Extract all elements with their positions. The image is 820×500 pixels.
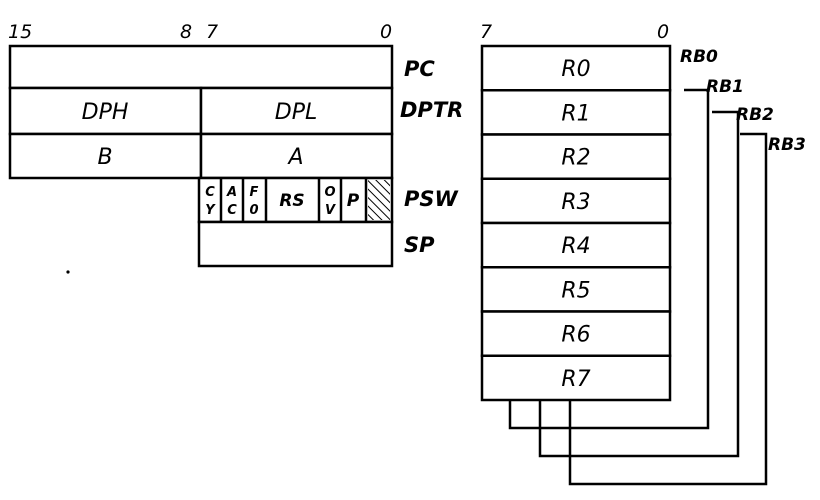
bank-label-rb0: RB0	[680, 47, 718, 67]
bit-label-7: 7	[206, 21, 218, 43]
psw-cy-bottom: Y	[205, 203, 216, 218]
b-label: B	[97, 145, 112, 170]
bank-bit-label-7: 7	[480, 21, 492, 43]
dpl-label: DPL	[275, 100, 317, 125]
pc-register-box	[8, 44, 394, 90]
psw-rs-label: RS	[279, 191, 304, 211]
bank-label-rb1: RB1	[706, 77, 744, 97]
bank-rb1-outline	[508, 88, 710, 430]
bank-register-label-r7: R7	[561, 367, 590, 392]
bank-register-label-r3: R3	[561, 190, 590, 215]
b-register-box	[8, 132, 203, 180]
bank-register-label-r5: R5	[561, 278, 590, 303]
dph-register-box	[8, 86, 203, 136]
bank-register-box-r7	[480, 354, 672, 402]
bank-register-box-r2	[480, 133, 672, 180]
bank-label-rb2: RB2	[736, 105, 774, 125]
psw-f0-bottom: 0	[249, 203, 258, 218]
sp-label: SP	[404, 233, 435, 257]
bank-bit-label-0: 0	[657, 21, 669, 43]
bank-register-label-r6: R6	[561, 323, 590, 348]
psw-ov-bottom: V	[325, 203, 336, 218]
stray-dot	[66, 270, 70, 274]
psw-ov-top: O	[324, 185, 335, 200]
bit-label-8: 8	[180, 21, 192, 43]
psw-label: PSW	[404, 187, 459, 211]
bit-label-15: 15	[8, 21, 32, 43]
pc-label: PC	[404, 57, 435, 81]
bank-register-label-r0: R0	[561, 57, 590, 82]
bank-register-label-r2: R2	[561, 146, 590, 171]
bank-register-box-r6	[480, 310, 672, 357]
bank-register-box-r3	[480, 177, 672, 225]
a-label: A	[286, 145, 303, 170]
psw-f0-top: F	[250, 185, 259, 200]
psw-p-label: P	[347, 191, 360, 211]
bit-label-0: 0	[380, 21, 392, 43]
dph-label: DPH	[82, 100, 129, 125]
bank-register-box-r5	[480, 266, 672, 313]
dptr-label: DPTR	[400, 98, 463, 122]
psw-reserved-hatched-bit	[368, 180, 390, 220]
bank-register-box-r1	[480, 89, 672, 136]
bank-register-label-r4: R4	[561, 234, 590, 259]
psw-ac-top: A	[226, 185, 237, 200]
sp-register-box	[197, 220, 394, 268]
a-register-box	[199, 132, 394, 180]
psw-cy-top: C	[205, 185, 215, 200]
bank-rb2-outline	[538, 110, 740, 458]
psw-ac-bottom: C	[227, 203, 237, 218]
bank-register-label-r1: R1	[561, 101, 590, 126]
bank-label-rb3: RB3	[768, 135, 806, 155]
